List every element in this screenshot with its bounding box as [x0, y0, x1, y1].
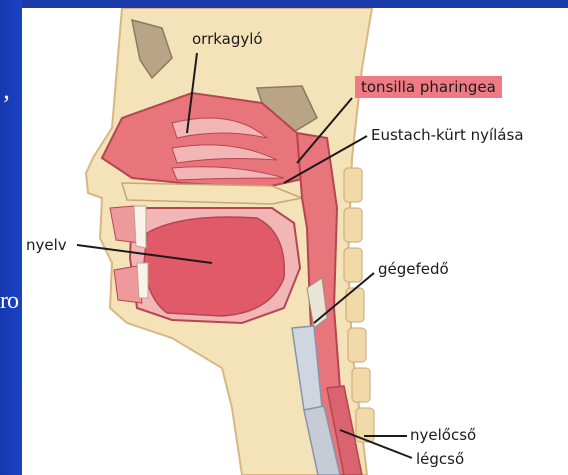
- label-tonsilla-pharingea: tonsilla pharingea: [355, 76, 502, 98]
- background-text-fragment: ’: [2, 90, 11, 120]
- upper-teeth: [134, 206, 146, 248]
- label-gegefedo: gégefedő: [378, 260, 449, 278]
- anatomy-diagram-panel: orrkagyló tonsilla pharingea Eustach-kür…: [22, 8, 568, 475]
- label-nyelv: nyelv: [26, 236, 67, 254]
- label-orrkagylo: orrkagyló: [192, 30, 263, 48]
- lower-teeth: [137, 263, 148, 298]
- label-nyelocso: nyelőcső: [410, 426, 476, 444]
- background-text-fragment: ro: [0, 288, 18, 315]
- label-legcso: légcső: [416, 450, 464, 468]
- label-eustach-kurt-nyilasa: Eustach-kürt nyílása: [371, 126, 524, 144]
- tongue: [144, 217, 284, 316]
- background-slide-edge: ’ ro: [0, 0, 22, 475]
